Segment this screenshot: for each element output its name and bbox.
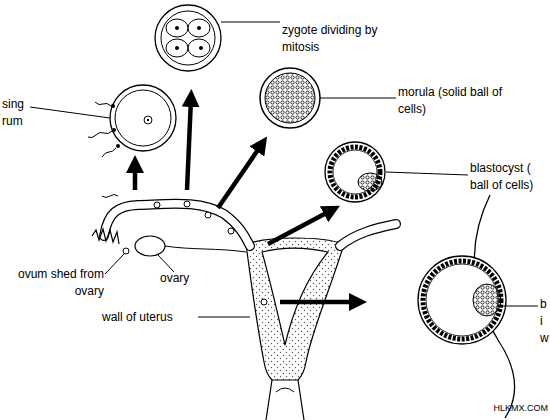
stage-label: blastocyst ( ball of cells)	[470, 160, 549, 194]
leader-lines	[30, 22, 538, 317]
blastocyst	[325, 142, 385, 202]
oviduct	[92, 195, 396, 306]
uterus	[246, 238, 344, 420]
stage-label: b i w	[540, 296, 548, 347]
stage-label: morula (solid ball of cells)	[398, 84, 528, 118]
stage-arrows	[135, 98, 358, 302]
part-label: wall of uterus	[102, 309, 202, 326]
implanted-blastocyst	[418, 195, 515, 418]
uterine-wall	[246, 238, 344, 380]
zygote	[155, 5, 221, 71]
watermark: HLKMX.COM	[480, 403, 548, 414]
morula	[260, 68, 320, 128]
fimbriae	[92, 229, 119, 244]
part-label: ovary	[160, 270, 210, 287]
ovarian-ligament	[165, 246, 246, 252]
ovary-shape	[135, 236, 165, 256]
stage-label: sing rum	[2, 96, 30, 130]
stage-label: zygote dividing by mitosis	[282, 22, 392, 56]
vagina	[266, 380, 304, 420]
fertilised-ovum	[88, 85, 176, 157]
part-label: ovum shed from ovary	[4, 266, 104, 300]
cervix	[276, 388, 294, 392]
